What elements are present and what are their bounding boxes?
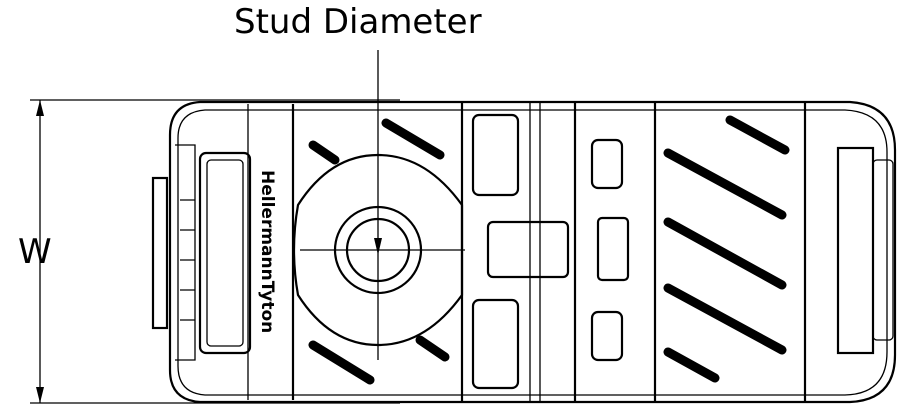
clip-body [151, 100, 897, 404]
width-dimension-label: W [18, 232, 52, 272]
stud-diameter-leader [374, 50, 382, 255]
stud-diameter-label: Stud Diameter [234, 2, 482, 42]
brand-logo-text: HellermannTyton [257, 170, 277, 333]
width-dimension [30, 99, 400, 404]
